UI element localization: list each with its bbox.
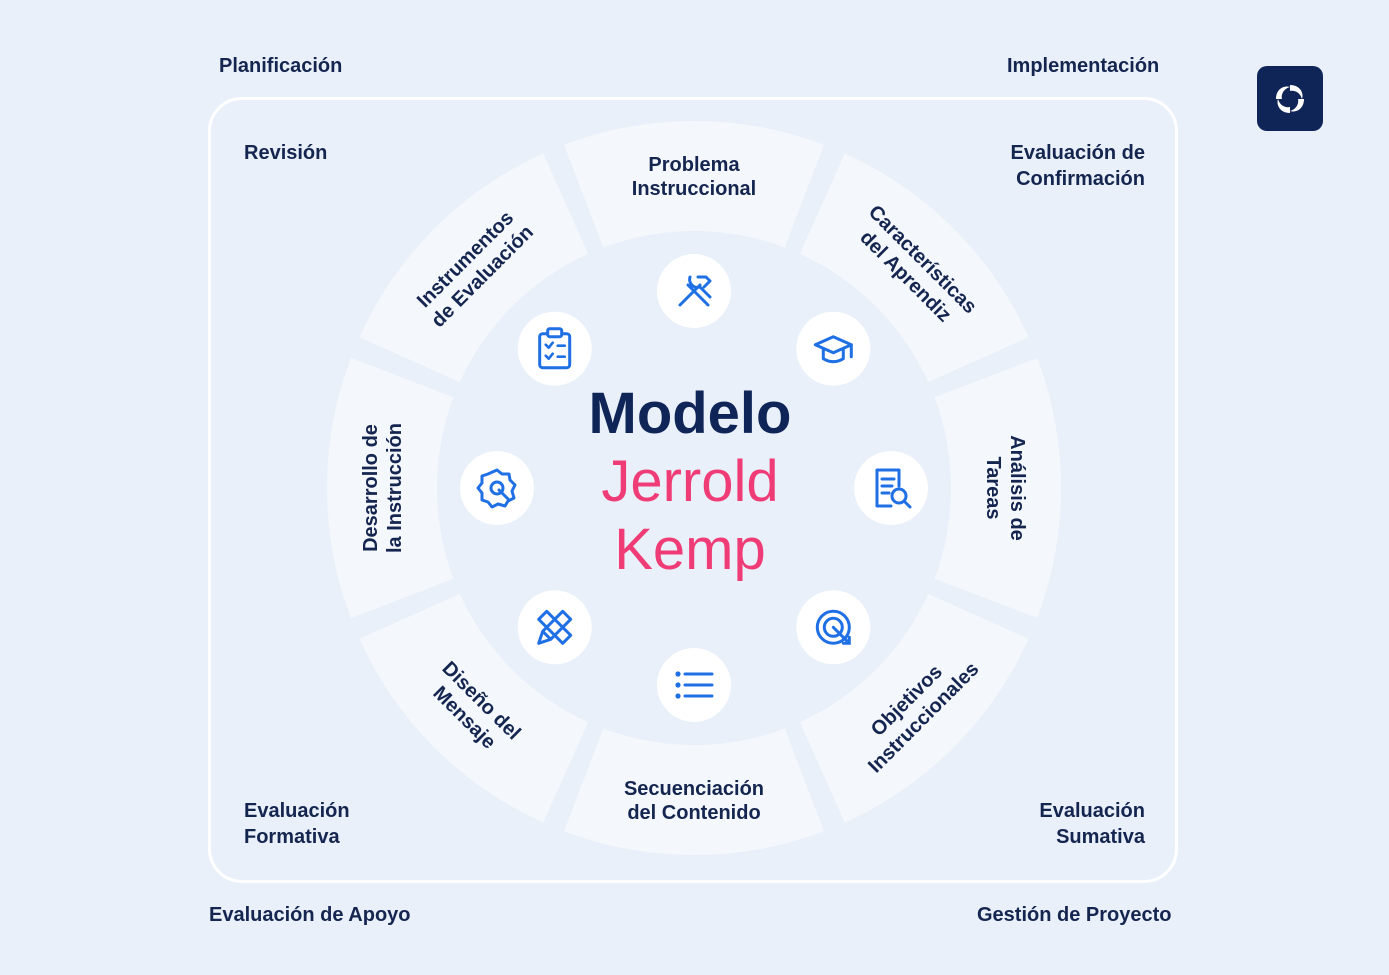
segment-label-line: la Instrucción bbox=[384, 423, 406, 553]
label-implementacion: Implementación bbox=[1007, 55, 1160, 77]
gear-cursor-icon bbox=[460, 451, 534, 525]
segment-label-line: Instruccional bbox=[632, 178, 756, 200]
pencil-ruler-icon bbox=[517, 590, 592, 665]
wheel-segment bbox=[797, 591, 1032, 826]
brand-logo[interactable] bbox=[1257, 66, 1323, 131]
title-line1: Modelo bbox=[588, 381, 792, 446]
title-line2: Jerrold bbox=[601, 449, 779, 514]
wheel-segment bbox=[561, 119, 827, 251]
list-icon bbox=[657, 648, 731, 722]
segment-label-line: Tareas bbox=[982, 456, 1004, 519]
wheel-segment bbox=[561, 725, 827, 857]
clipboard-checklist-icon bbox=[517, 311, 592, 386]
label-evaluacion-formativa-line1: Evaluación bbox=[244, 800, 350, 822]
label-revision: Revisión bbox=[244, 142, 328, 164]
label-evaluacion-confirmacion: Evaluación de Confirmación bbox=[1008, 140, 1146, 192]
label-evaluacion-confirmacion-line2: Confirmación bbox=[1016, 168, 1145, 190]
graduation-cap-icon bbox=[796, 311, 871, 386]
wheel-segment bbox=[931, 355, 1063, 621]
label-gestion-proyecto: Gestión de Proyecto bbox=[977, 904, 1172, 926]
segment-label-line: Secuenciación bbox=[624, 778, 764, 800]
title-line3: Kemp bbox=[614, 517, 766, 582]
label-evaluacion-confirmacion-line1: Evaluación de bbox=[1010, 142, 1146, 164]
wheel-segment bbox=[797, 150, 1032, 385]
segment-label-line: Desarrollo de bbox=[360, 424, 382, 552]
label-evaluacion-sumativa-line1: Evaluación bbox=[1039, 800, 1145, 822]
label-evaluacion-formativa-line2: Formativa bbox=[244, 826, 340, 848]
wheel-segment bbox=[325, 355, 457, 621]
label-planificacion: Planificación bbox=[219, 55, 343, 77]
wheel-segment bbox=[356, 150, 591, 385]
inner-frame bbox=[208, 97, 1178, 883]
label-evaluacion-formativa: Evaluación Formativa bbox=[244, 798, 350, 850]
segment-label-line: Análisis de bbox=[1006, 435, 1028, 541]
tools-icon bbox=[657, 254, 731, 328]
wheel-segment bbox=[356, 591, 591, 826]
label-evaluacion-apoyo: Evaluación de Apoyo bbox=[209, 904, 411, 926]
target-icon bbox=[796, 590, 871, 665]
label-evaluacion-sumativa-line2: Sumativa bbox=[1056, 826, 1145, 848]
brand-swirl-icon bbox=[1276, 84, 1304, 113]
segment-label-line: del Contenido bbox=[627, 802, 760, 824]
document-search-icon bbox=[854, 451, 928, 525]
segment-label-line: Problema bbox=[648, 154, 740, 176]
diagram-title: Modelo Jerrold Kemp bbox=[540, 380, 840, 584]
label-evaluacion-sumativa: Evaluación Sumativa bbox=[1020, 798, 1145, 850]
